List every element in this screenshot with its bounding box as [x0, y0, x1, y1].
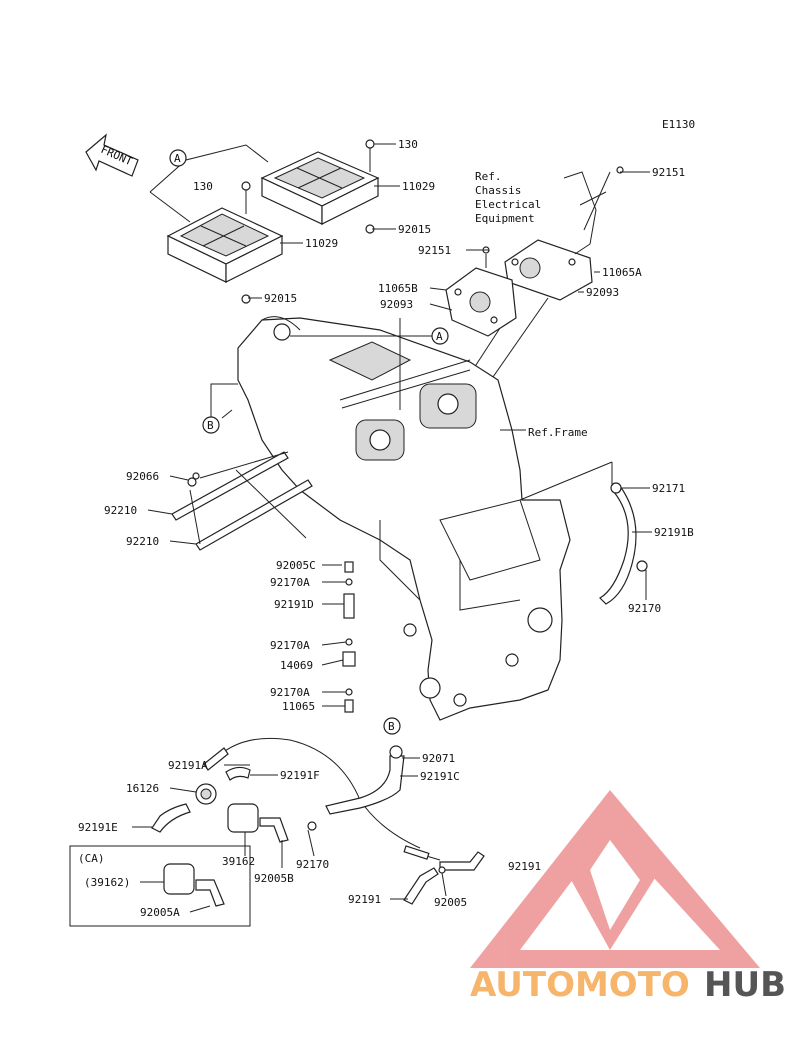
part-label: 92170A — [270, 639, 310, 652]
part-label: 16126 — [126, 782, 159, 795]
ref-frame: Ref.Frame — [528, 426, 588, 439]
bolt-130 — [241, 139, 375, 214]
diagram-code: E1130 — [662, 118, 695, 131]
part-labels: 130 130 11029 11029 92015 92015 92151 92… — [78, 138, 694, 919]
part-label: 92191A — [168, 759, 208, 772]
part-label: 92015 — [398, 223, 431, 236]
part-label: 92005A — [140, 906, 180, 919]
nut-92015 — [241, 224, 375, 304]
part-label: 92191 — [348, 893, 381, 906]
part-label: 92191F — [280, 769, 320, 782]
air-filter-left — [166, 207, 284, 283]
part-label: 39162 — [222, 855, 255, 868]
part-label: 92151 — [418, 244, 451, 257]
breather-stack — [342, 561, 356, 713]
intake-duct-right — [504, 166, 624, 301]
marker-b-frame: B — [202, 416, 220, 434]
part-label: 92093 — [380, 298, 413, 311]
part-label: 11065A — [602, 266, 642, 279]
ca-box-title: (CA) — [78, 852, 105, 865]
svg-text:Electrical: Electrical — [475, 198, 541, 211]
watermark-text: AUTOMOTO HUB — [470, 965, 786, 1005]
svg-text:HUB: HUB — [704, 965, 786, 1005]
part-label: 92170 — [296, 858, 329, 871]
marker-b-hose: B — [383, 717, 401, 735]
part-label: 92066 — [126, 470, 159, 483]
part-label: 11065 — [282, 700, 315, 713]
part-label: 92191 — [508, 860, 541, 873]
svg-text:A: A — [436, 330, 443, 343]
watermark-logo — [470, 790, 760, 968]
part-label: 130 — [398, 138, 418, 151]
svg-text:Chassis: Chassis — [475, 184, 521, 197]
part-label: 92005 — [434, 896, 467, 909]
lower-hoses — [151, 737, 485, 905]
part-label: (39162) — [84, 876, 130, 889]
part-label: 92170A — [270, 576, 310, 589]
marker-a-frame: A — [431, 327, 449, 345]
part-label: 92093 — [586, 286, 619, 299]
part-label: 92210 — [104, 504, 137, 517]
ca-box: (CA) — [69, 845, 251, 927]
svg-text:B: B — [207, 419, 214, 432]
marker-a-top: A — [169, 149, 187, 167]
part-label: 92151 — [652, 166, 685, 179]
svg-text:Equipment: Equipment — [475, 212, 535, 225]
front-arrow-icon: FRONT — [85, 133, 139, 177]
part-label: 92191D — [274, 598, 314, 611]
part-label: 92005C — [276, 559, 316, 572]
hose-92191b — [599, 482, 648, 605]
part-label: 92191B — [654, 526, 694, 539]
part-label: 92171 — [652, 482, 685, 495]
svg-text:AUTOMOTO: AUTOMOTO — [470, 965, 690, 1005]
part-label: 92015 — [264, 292, 297, 305]
part-label: 92210 — [126, 535, 159, 548]
svg-text:B: B — [388, 720, 395, 733]
part-label: 11029 — [305, 237, 338, 250]
strap-92210 — [171, 451, 313, 551]
frame-body — [237, 316, 571, 721]
part-label: 92191C — [420, 770, 460, 783]
part-label: 14069 — [280, 659, 313, 672]
part-label: 92170 — [628, 602, 661, 615]
air-filter-right — [260, 151, 380, 225]
part-label: 92071 — [422, 752, 455, 765]
svg-text:A: A — [174, 152, 181, 165]
intake-duct-left — [445, 246, 517, 337]
part-label: 11065B — [378, 282, 418, 295]
part-label: 92191E — [78, 821, 118, 834]
svg-text:Ref.: Ref. — [475, 170, 502, 183]
part-label: 130 — [193, 180, 213, 193]
part-label: 92005B — [254, 872, 294, 885]
part-label: 11029 — [402, 180, 435, 193]
part-label: 92170A — [270, 686, 310, 699]
ref-chassis-electrical: Ref. Chassis Electrical Equipment — [475, 170, 541, 225]
